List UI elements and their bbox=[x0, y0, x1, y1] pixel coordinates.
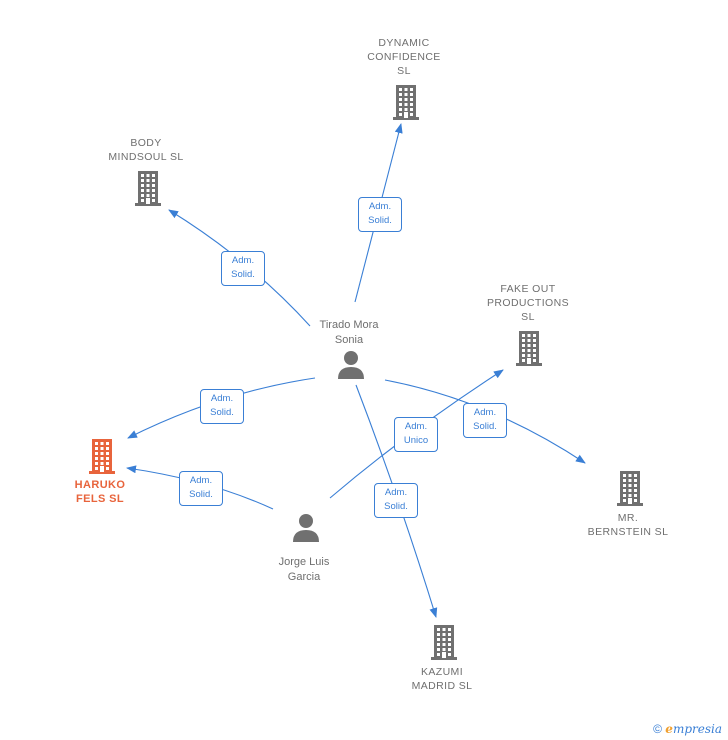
node-label: HARUKO FELS SL bbox=[74, 479, 126, 505]
node-label: KAZUMI MADRID SL bbox=[411, 666, 473, 692]
edge-label-tirado-body[interactable]: Adm. Solid. bbox=[221, 251, 265, 286]
node-label: MR. BERNSTEIN SL bbox=[587, 512, 669, 538]
node-label: Jorge Luis Garcia bbox=[278, 556, 330, 583]
node-label: FAKE OUT PRODUCTIONS SL bbox=[487, 283, 569, 323]
edge-label-tirado-kazumi[interactable]: Adm. Solid. bbox=[374, 483, 418, 518]
edge-label-tirado-bernstein[interactable]: Adm. Solid. bbox=[463, 403, 507, 438]
building-icon bbox=[133, 170, 163, 211]
node-label: Tirado Mora Sonia bbox=[319, 319, 379, 346]
brand-logo: empresia bbox=[665, 722, 722, 736]
building-icon bbox=[429, 624, 459, 665]
node-label: DYNAMIC CONFIDENCE SL bbox=[367, 37, 441, 77]
building-icon bbox=[391, 84, 421, 125]
person-icon bbox=[291, 513, 321, 548]
copyright-symbol: © bbox=[653, 722, 662, 736]
node-label: BODY MINDSOUL SL bbox=[108, 137, 184, 163]
building-icon bbox=[615, 470, 645, 511]
building-icon bbox=[514, 330, 544, 371]
building-icon bbox=[87, 438, 117, 479]
footer-brand: © empresia bbox=[653, 722, 722, 736]
edge-label-jorge-fakeout[interactable]: Adm. Unico bbox=[394, 417, 438, 452]
edge-label-tirado-dynamic[interactable]: Adm. Solid. bbox=[358, 197, 402, 232]
edge-label-tirado-haruko[interactable]: Adm. Solid. bbox=[200, 389, 244, 424]
edge-label-jorge-haruko[interactable]: Adm. Solid. bbox=[179, 471, 223, 506]
person-icon bbox=[336, 350, 366, 385]
